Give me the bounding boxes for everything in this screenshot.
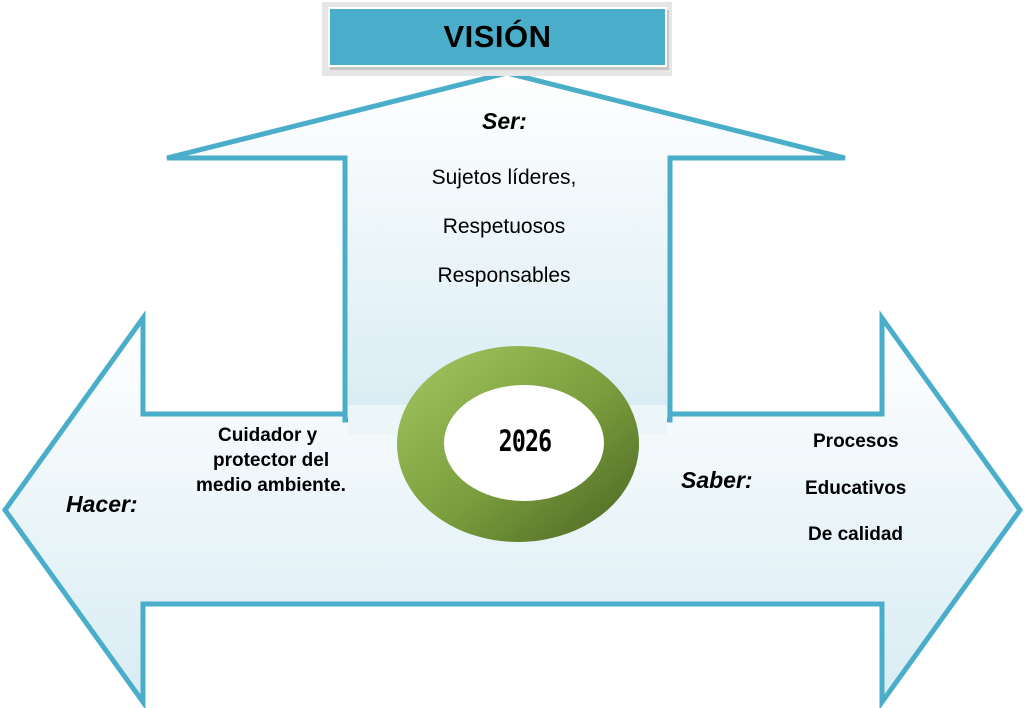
- title-box: VISIÓN: [328, 7, 667, 67]
- ser-line-1: Sujetos líderes,: [431, 166, 577, 189]
- hacer-line-2: protector del: [213, 450, 330, 471]
- hacer-line-3: medio ambiente.: [196, 475, 346, 496]
- saber-heading: Saber:: [681, 467, 753, 493]
- saber-line-1: Procesos: [813, 431, 899, 452]
- saber-line-2: Educativos: [805, 478, 907, 499]
- ser-line-3: Responsables: [437, 264, 571, 287]
- saber-line-3: De calidad: [808, 524, 904, 545]
- hacer-heading: Hacer:: [66, 491, 138, 517]
- ser-line-2: Respetuosos: [442, 215, 566, 238]
- page-title: VISIÓN: [443, 19, 552, 54]
- hacer-line-1: Cuidador y: [218, 425, 318, 446]
- center-year: 2026: [498, 424, 552, 458]
- center-ring-hole: [444, 385, 604, 501]
- ser-heading: Ser:: [482, 108, 527, 134]
